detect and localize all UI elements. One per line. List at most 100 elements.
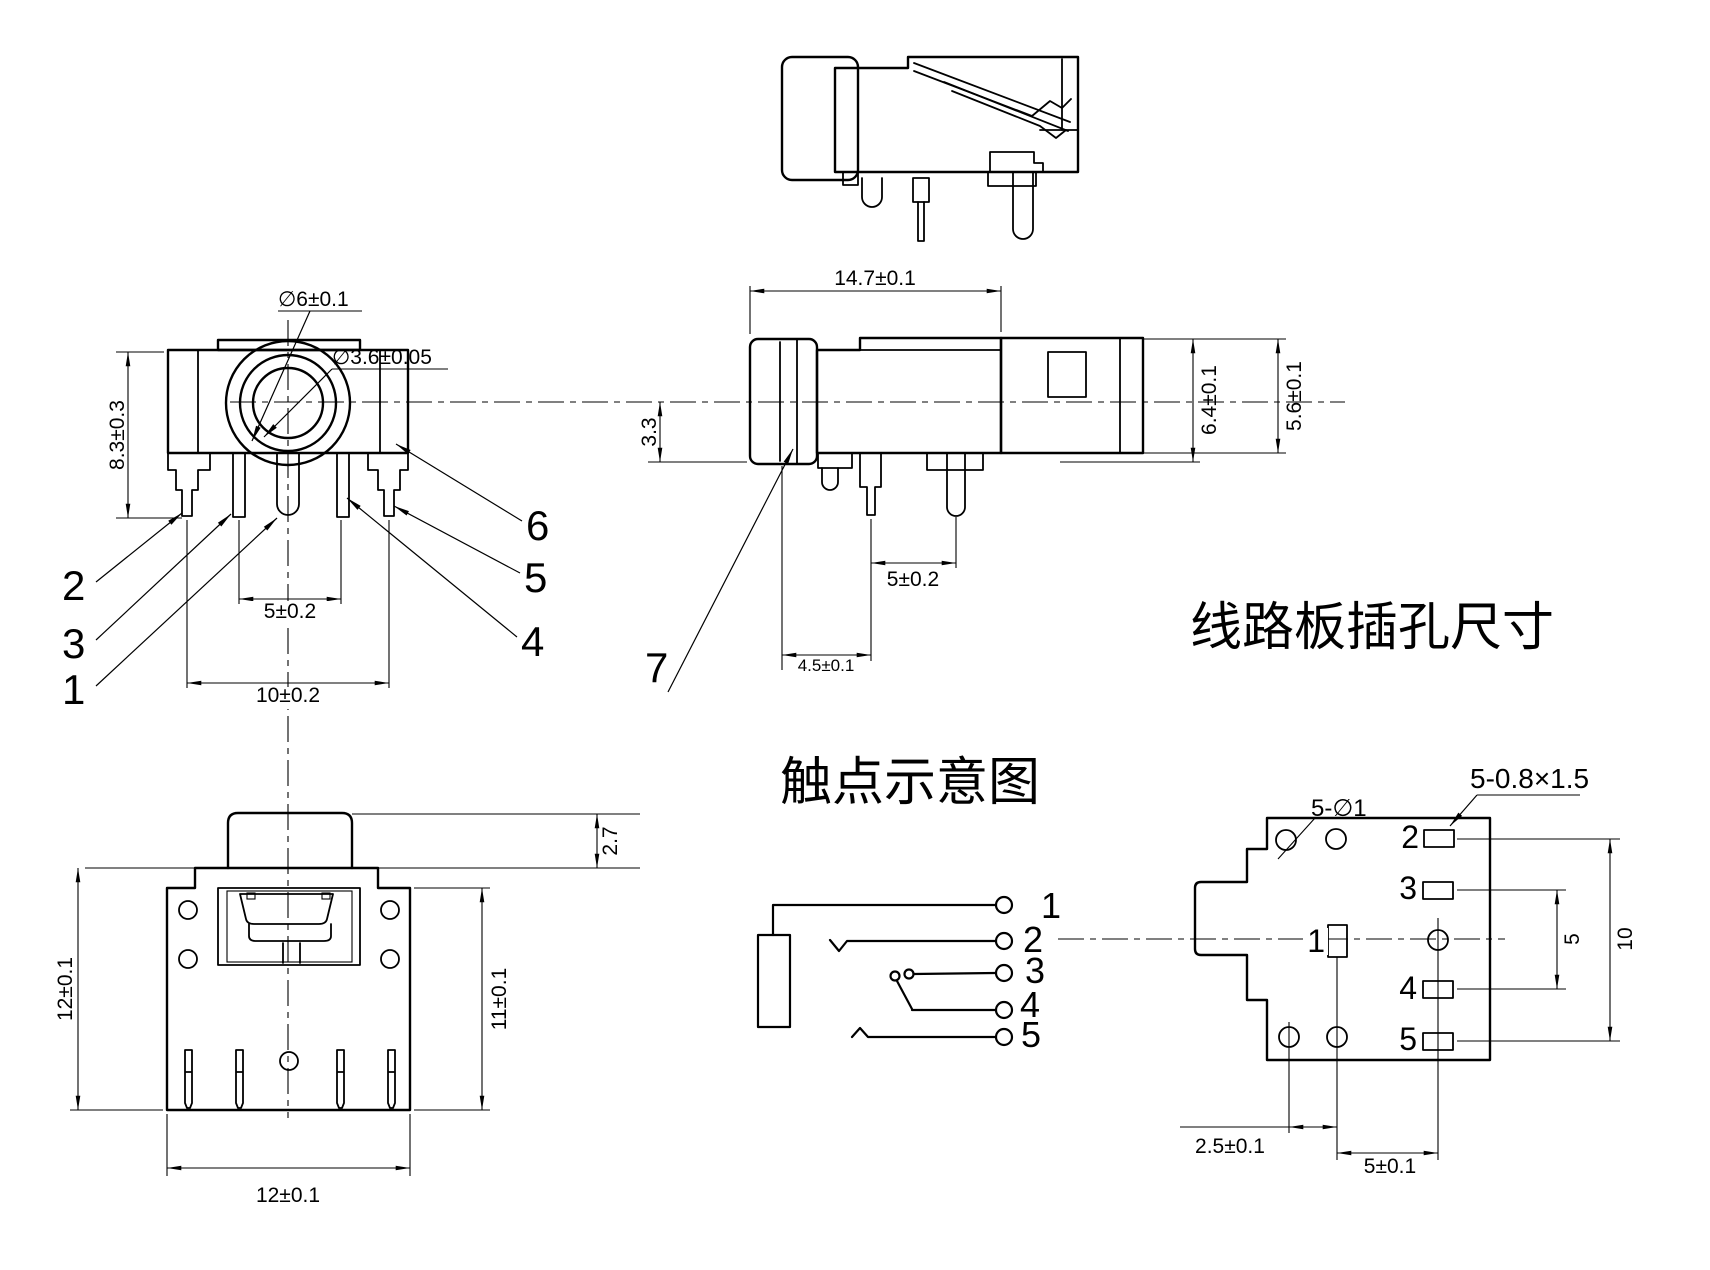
terminal-1-wire	[771, 903, 997, 937]
corner-hole	[380, 900, 400, 920]
pin-stub	[821, 467, 839, 491]
boss-outline	[226, 811, 354, 870]
leader-line	[95, 512, 183, 583]
terminal-2-wire	[828, 938, 997, 953]
pad-slot-4	[1422, 980, 1454, 999]
front-dim-outer-diameter: ∅6±0.1	[278, 288, 349, 311]
leader-line	[1449, 794, 1478, 827]
leader-line	[95, 513, 232, 641]
terminal-4-node	[994, 1000, 1014, 1020]
front-pin-label-2: 2	[62, 562, 85, 609]
pcb-hole-layout: 线路板插孔尺寸 1 2 3 4 5 5-∅1 5-0.8×1.5 2.5±0.1…	[1180, 599, 1637, 1178]
switch-lever	[895, 979, 914, 1011]
pcb-outline	[1193, 816, 1492, 1062]
leader-line	[346, 497, 518, 638]
side-pin-label-7: 7	[645, 644, 668, 691]
pin-shoulder	[912, 177, 930, 203]
rear-detail-block	[1047, 351, 1087, 398]
pin-slot	[387, 1049, 396, 1109]
pin-lead	[917, 201, 925, 242]
body-outline	[815, 336, 1003, 455]
pcb-slots-note: 5-0.8×1.5	[1470, 763, 1589, 794]
barrel-circle-outer	[224, 339, 352, 467]
jack-barrel-symbol	[756, 933, 792, 1029]
pin-2-outline	[167, 452, 211, 517]
terminal-label-2: 2	[1023, 919, 1043, 960]
body-outline	[166, 348, 410, 455]
leader-line	[95, 517, 278, 687]
pcb-dim-pitch: 5±0.1	[1364, 1155, 1416, 1178]
corner-hole	[178, 900, 198, 920]
corner-hole	[178, 949, 198, 969]
contact-schematic: 触点示意图 1 2 3 4 5	[756, 754, 1061, 1055]
terminal-5-node	[994, 1027, 1014, 1047]
pad-slot-1	[1327, 924, 1348, 958]
terminal-label-5: 5	[1021, 1014, 1041, 1055]
centerlines	[230, 320, 1505, 1118]
pad-label-5: 5	[1399, 1021, 1417, 1057]
pcb-dim-span10: 10	[1614, 927, 1637, 950]
mount-hole	[1325, 828, 1347, 850]
front-dim-pin-pitch: 5±0.2	[264, 600, 316, 623]
pcb-dim-span5: 5	[1561, 933, 1584, 945]
spring-contact-line	[943, 81, 1069, 132]
pad-label-2: 2	[1401, 819, 1419, 855]
pin-step	[817, 452, 853, 469]
clip-detail	[989, 151, 1044, 173]
bottom-dim-boss: 2.7	[599, 826, 622, 855]
front-dim-height: 8.3±0.3	[106, 400, 129, 470]
pin-slot	[336, 1049, 345, 1109]
terminal-5-wire	[850, 1026, 997, 1039]
terminal-label-3: 3	[1025, 950, 1045, 991]
support-step	[926, 452, 984, 471]
pad-hole	[1427, 929, 1449, 951]
front-pin-label-4: 4	[521, 618, 544, 665]
mount-hole	[1275, 829, 1297, 851]
label-mask	[1303, 928, 1328, 955]
terminal-1-node	[994, 895, 1014, 915]
bottom-dim-inner: 11±0.1	[488, 968, 511, 1031]
label-mask	[250, 601, 330, 624]
pad-label-4: 4	[1399, 970, 1417, 1006]
contact-slot-ticks	[282, 942, 301, 964]
pin-stub	[861, 177, 883, 208]
front-pin-label-1: 1	[62, 666, 85, 713]
bottom-view: 12±0.1 11±0.1 2.7 12±0.1	[54, 811, 640, 1207]
pcb-holes-note: 5-∅1	[1311, 795, 1367, 822]
housing-outline	[833, 55, 1080, 174]
schematic-title: 触点示意图	[780, 754, 1040, 812]
terminal-2-node	[994, 931, 1014, 951]
label-mask	[245, 687, 331, 709]
pad-label-3: 3	[1399, 870, 1417, 906]
pin-slot	[235, 1049, 244, 1109]
leader-line	[393, 505, 521, 574]
support-block	[987, 171, 1037, 187]
barrel-circle-middle	[238, 353, 338, 453]
leader-line	[667, 448, 794, 693]
long-pin	[1012, 171, 1034, 240]
side-view: 14.7±0.1 3.3 6.4±0.1 5.6±0.1 5±0.2 4.5±0…	[638, 267, 1306, 693]
side-dim-pin-pitch: 5±0.2	[887, 568, 939, 591]
cavity-notch	[321, 892, 331, 900]
front-view: 8.3±0.3 ∅6±0.1 ∅3.6±0.05 5±0.2 10±0.2 2 …	[62, 288, 549, 713]
contact-channel	[248, 923, 332, 942]
pad-label-1: 1	[1307, 923, 1325, 959]
switch-contact	[903, 968, 915, 980]
spring-contact-line	[913, 62, 1071, 123]
pad-slot-5	[1422, 1032, 1454, 1051]
pad-slot-2	[1423, 829, 1455, 848]
rear-barrel	[999, 336, 1145, 455]
cavity-inner-line	[226, 890, 353, 963]
top-cutaway-view	[780, 55, 1080, 242]
side-dim-rear-height: 5.6±0.1	[1283, 361, 1306, 431]
front-pin-label-5: 5	[524, 554, 547, 601]
center-pin-hole	[279, 1051, 299, 1071]
side-dim-length: 14.7±0.1	[834, 267, 916, 290]
leader-line	[263, 368, 333, 438]
barrel-circle-inner	[251, 366, 325, 440]
terminal-3-node	[994, 963, 1014, 983]
pin-5-outline	[367, 452, 409, 517]
cavity-outline	[217, 887, 361, 966]
pin-slot	[184, 1049, 193, 1109]
